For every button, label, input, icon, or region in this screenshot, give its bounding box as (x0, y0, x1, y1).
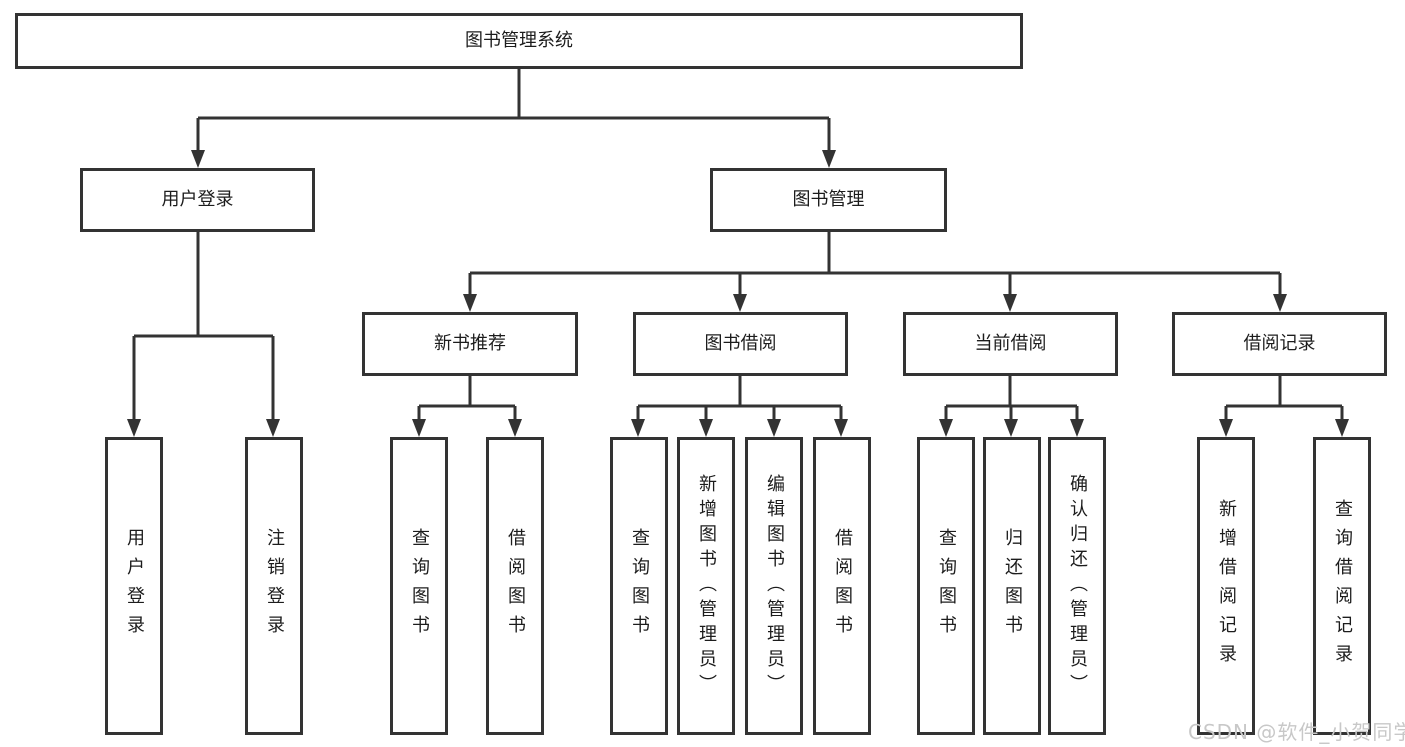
node-borrow-records: 借阅记录 (1172, 312, 1387, 376)
leaf-return-book: 归还图书 (983, 437, 1041, 735)
leaf-query-borrow-record: 查询借阅记录 (1313, 437, 1371, 735)
csdn-watermark: CSDN @软件_小贺同学 (1188, 720, 1405, 744)
leaf-user-login: 用户登录 (105, 437, 163, 735)
leaf-borrow-books-1: 借阅图书 (486, 437, 544, 735)
arrowheads (127, 150, 1349, 437)
node-user-login: 用户登录 (80, 168, 315, 232)
node-new-book-recommend: 新书推荐 (362, 312, 578, 376)
leaf-logout: 注销登录 (245, 437, 303, 735)
leaf-query-books-3: 查询图书 (917, 437, 975, 735)
leaf-add-book-admin: 新增图书（管理员） (677, 437, 735, 735)
leaf-add-borrow-record: 新增借阅记录 (1197, 437, 1255, 735)
node-current-borrow: 当前借阅 (903, 312, 1118, 376)
node-root: 图书管理系统 (15, 13, 1023, 69)
node-book-management: 图书管理 (710, 168, 947, 232)
leaf-query-books-1: 查询图书 (390, 437, 448, 735)
leaf-query-books-2: 查询图书 (610, 437, 668, 735)
leaf-confirm-return-admin: 确认归还（管理员） (1048, 437, 1106, 735)
leaf-borrow-books-2: 借阅图书 (813, 437, 871, 735)
leaf-edit-book-admin: 编辑图书（管理员） (745, 437, 803, 735)
node-book-borrow: 图书借阅 (633, 312, 848, 376)
